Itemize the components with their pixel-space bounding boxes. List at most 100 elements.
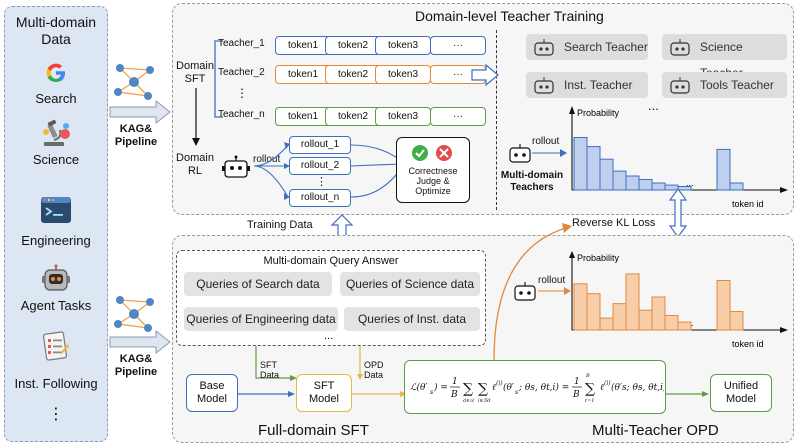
rollout-n-box: rollout_n: [289, 189, 351, 207]
kl-double-arrow: [668, 188, 688, 238]
chart1-bars: [573, 137, 744, 191]
left-item-agent-tasks: Agent Tasks: [20, 298, 92, 313]
teacher-boxes-ellipsis: ...: [648, 98, 659, 113]
query-ellipsis: ...: [324, 330, 334, 342]
kag-arrow-bottom: [109, 330, 171, 354]
multi-domain-teachers-label: Multi-domain Teachers: [496, 170, 568, 194]
left-title-line1: Multi-domain: [15, 14, 97, 30]
left-item-inst-following: Inst. Following: [14, 376, 98, 391]
left-title-line2: Data: [41, 31, 71, 47]
chart1-rollout-label: rollout: [532, 136, 560, 147]
svg-text:ℓ: ℓ: [600, 383, 604, 393]
opd-data-line1: OPD: [364, 360, 384, 370]
search-teacher-label: Search Teacher: [564, 40, 648, 54]
kag-bottom-label: KAG& Pipeline: [110, 353, 162, 379]
chart1-robot-icon: [509, 144, 531, 163]
chart2-bar-5: [625, 273, 640, 331]
judge-label: Correctnese Judge & Optimize: [396, 166, 470, 196]
chart1-rollout-arrow: [532, 149, 567, 157]
kag-top-label: KAG& Pipeline: [110, 123, 162, 149]
left-panel-title: Multi-domain Data: [4, 14, 108, 48]
kag-bottom-line2: Pipeline: [114, 366, 158, 378]
svg-text:1: 1: [574, 377, 580, 387]
robot-icon: [41, 264, 71, 294]
svg-text:ℓ: ℓ: [492, 383, 496, 393]
left-item-search: Search: [35, 91, 77, 106]
svg-text:) =: ) =: [433, 382, 448, 393]
token-tn-2: token2: [325, 107, 381, 126]
terminal-icon: [40, 196, 72, 224]
chart1-bar-1: [573, 137, 588, 191]
opd-loss-formula: ℒ(θ′s) = 1B ∑d∈𝒟 ∑i∈ℬd ℓ(i)(θ′s ; θs, θt…: [410, 373, 664, 404]
network-icon-bottom: [114, 296, 154, 332]
checklist-icon: [42, 330, 70, 362]
base-model-line2: Model: [197, 393, 227, 405]
chart2-bar-8: [664, 314, 679, 331]
google-icon: [43, 60, 69, 86]
sft-bracket: [214, 40, 223, 118]
svg-text:(i): (i): [496, 380, 503, 387]
rollout-1-box: rollout_1: [289, 136, 351, 154]
chart1-bar-5: [625, 175, 640, 191]
left-ellipsis: ⋮: [48, 406, 64, 423]
domain-rl-label: Domain RL: [175, 152, 215, 178]
token-tn-3: token3: [375, 107, 431, 126]
judge-line1: Correctnese: [408, 166, 458, 176]
svg-text:∑: ∑: [478, 381, 488, 397]
query-science: Queries of Science data: [340, 272, 480, 296]
svg-text:(i): (i): [604, 380, 611, 387]
chart1-gap-label: ...: [686, 178, 694, 188]
svg-text:B: B: [572, 390, 580, 400]
token-t2-1: token1: [275, 65, 331, 84]
svg-text:t=1: t=1: [585, 398, 594, 404]
teacher-robot-icon: [534, 77, 554, 94]
query-search: Queries of Search data: [184, 272, 332, 296]
token-tn-1: token1: [275, 107, 331, 126]
chart2-bar-7: [651, 296, 666, 331]
rollout-ellipsis: ⋮: [316, 176, 327, 188]
sft-model-line1: SFT: [313, 380, 335, 392]
token-tn-4: ···: [430, 107, 486, 126]
check-cross-icon: [412, 145, 452, 161]
chart1-bar-2: [586, 146, 601, 191]
teacher-training-title: Domain-level Teacher Training: [415, 8, 604, 24]
chart2-bar-2: [586, 293, 601, 331]
chart2-rollout-arrow: [538, 287, 571, 295]
teacher-robot-icon: [670, 39, 690, 56]
base-model-line1: Base: [199, 380, 225, 392]
svg-text:∑: ∑: [585, 381, 595, 397]
chart1-bar-3: [599, 158, 614, 191]
rl-rollout-label: rollout: [253, 154, 281, 165]
chart1-bar-12: [716, 148, 731, 191]
left-item-science: Science: [32, 152, 80, 167]
training-data-label: Training Data: [247, 219, 313, 231]
chart1-bar-7: [651, 182, 666, 191]
opd-data-label: OPD Data: [364, 360, 384, 380]
judge-line2: Judge &: [416, 176, 450, 186]
token-t2-2: token2: [325, 65, 381, 84]
sft-to-rl-arrow: [192, 88, 200, 146]
chart2-bar-12: [716, 280, 731, 331]
query-answer-title: Multi-domain Query Answer: [263, 255, 399, 267]
kag-bottom-line1: KAG&: [119, 353, 153, 365]
judge-box: [396, 137, 470, 203]
chart2-rollout-label: rollout: [538, 275, 566, 286]
chart1-xlabel: token id: [732, 199, 764, 209]
token-t2-3: token3: [375, 65, 431, 84]
search-teacher-box: Search Teacher: [526, 34, 648, 60]
svg-text:1: 1: [452, 377, 458, 387]
chart2-xlabel: token id: [732, 339, 764, 349]
inst-teacher-box: Inst. Teacher: [526, 72, 648, 98]
opd-loss-formula-box: [404, 360, 666, 414]
chart2-bar-3: [599, 317, 614, 331]
teacher-probability-chart: Probability token id ...: [569, 106, 788, 209]
rl-robot-icon: [222, 155, 250, 178]
chart2-bar-4: [612, 303, 627, 331]
inst-teacher-label: Inst. Teacher: [564, 78, 633, 92]
teacher-1-label: Teacher_1: [218, 38, 265, 49]
svg-text:B: B: [585, 373, 590, 379]
